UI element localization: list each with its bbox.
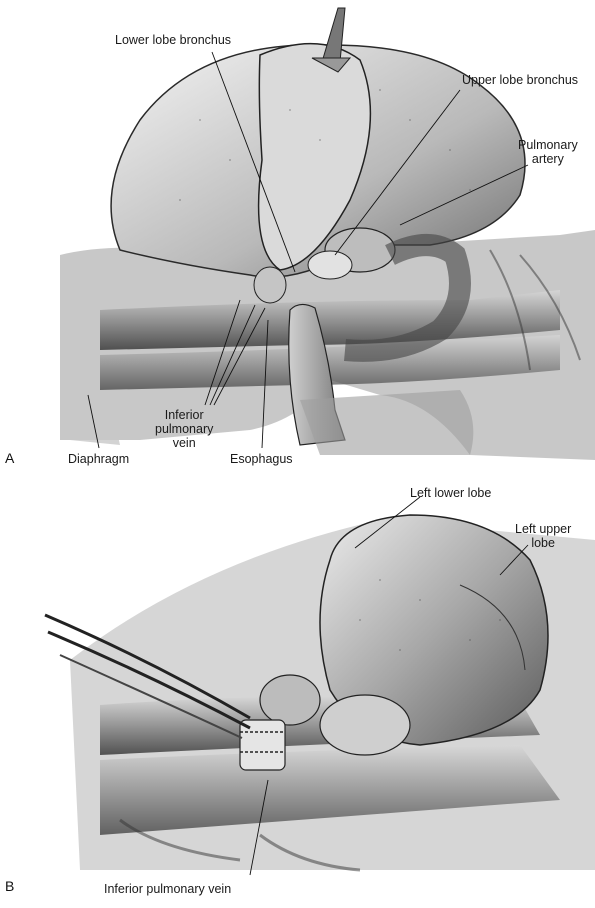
label-inferior-pulmonary-vein-a: Inferior pulmonary vein bbox=[155, 408, 214, 450]
label-lower-lobe-bronchus: Lower lobe bronchus bbox=[115, 33, 232, 47]
panel-b-leaders bbox=[249, 496, 529, 876]
panel-a-letter: A bbox=[5, 450, 15, 466]
panel-a-leaders bbox=[87, 51, 529, 449]
label-left-upper-lobe: Left upper lobe bbox=[515, 522, 572, 550]
label-left-lower-lobe: Left lower lobe bbox=[410, 486, 492, 500]
panel-b-drawing bbox=[44, 514, 595, 872]
label-pulmonary-artery: Pulmonary artery bbox=[518, 138, 578, 166]
panel-a-drawing bbox=[60, 7, 595, 460]
label-esophagus: Esophagus bbox=[230, 452, 293, 466]
label-inferior-pulmonary-vein-b: Inferior pulmonary vein bbox=[104, 882, 232, 896]
label-upper-lobe-bronchus: Upper lobe bronchus bbox=[462, 73, 579, 87]
label-diaphragm: Diaphragm bbox=[68, 452, 130, 466]
panel-b-letter: B bbox=[5, 878, 15, 894]
